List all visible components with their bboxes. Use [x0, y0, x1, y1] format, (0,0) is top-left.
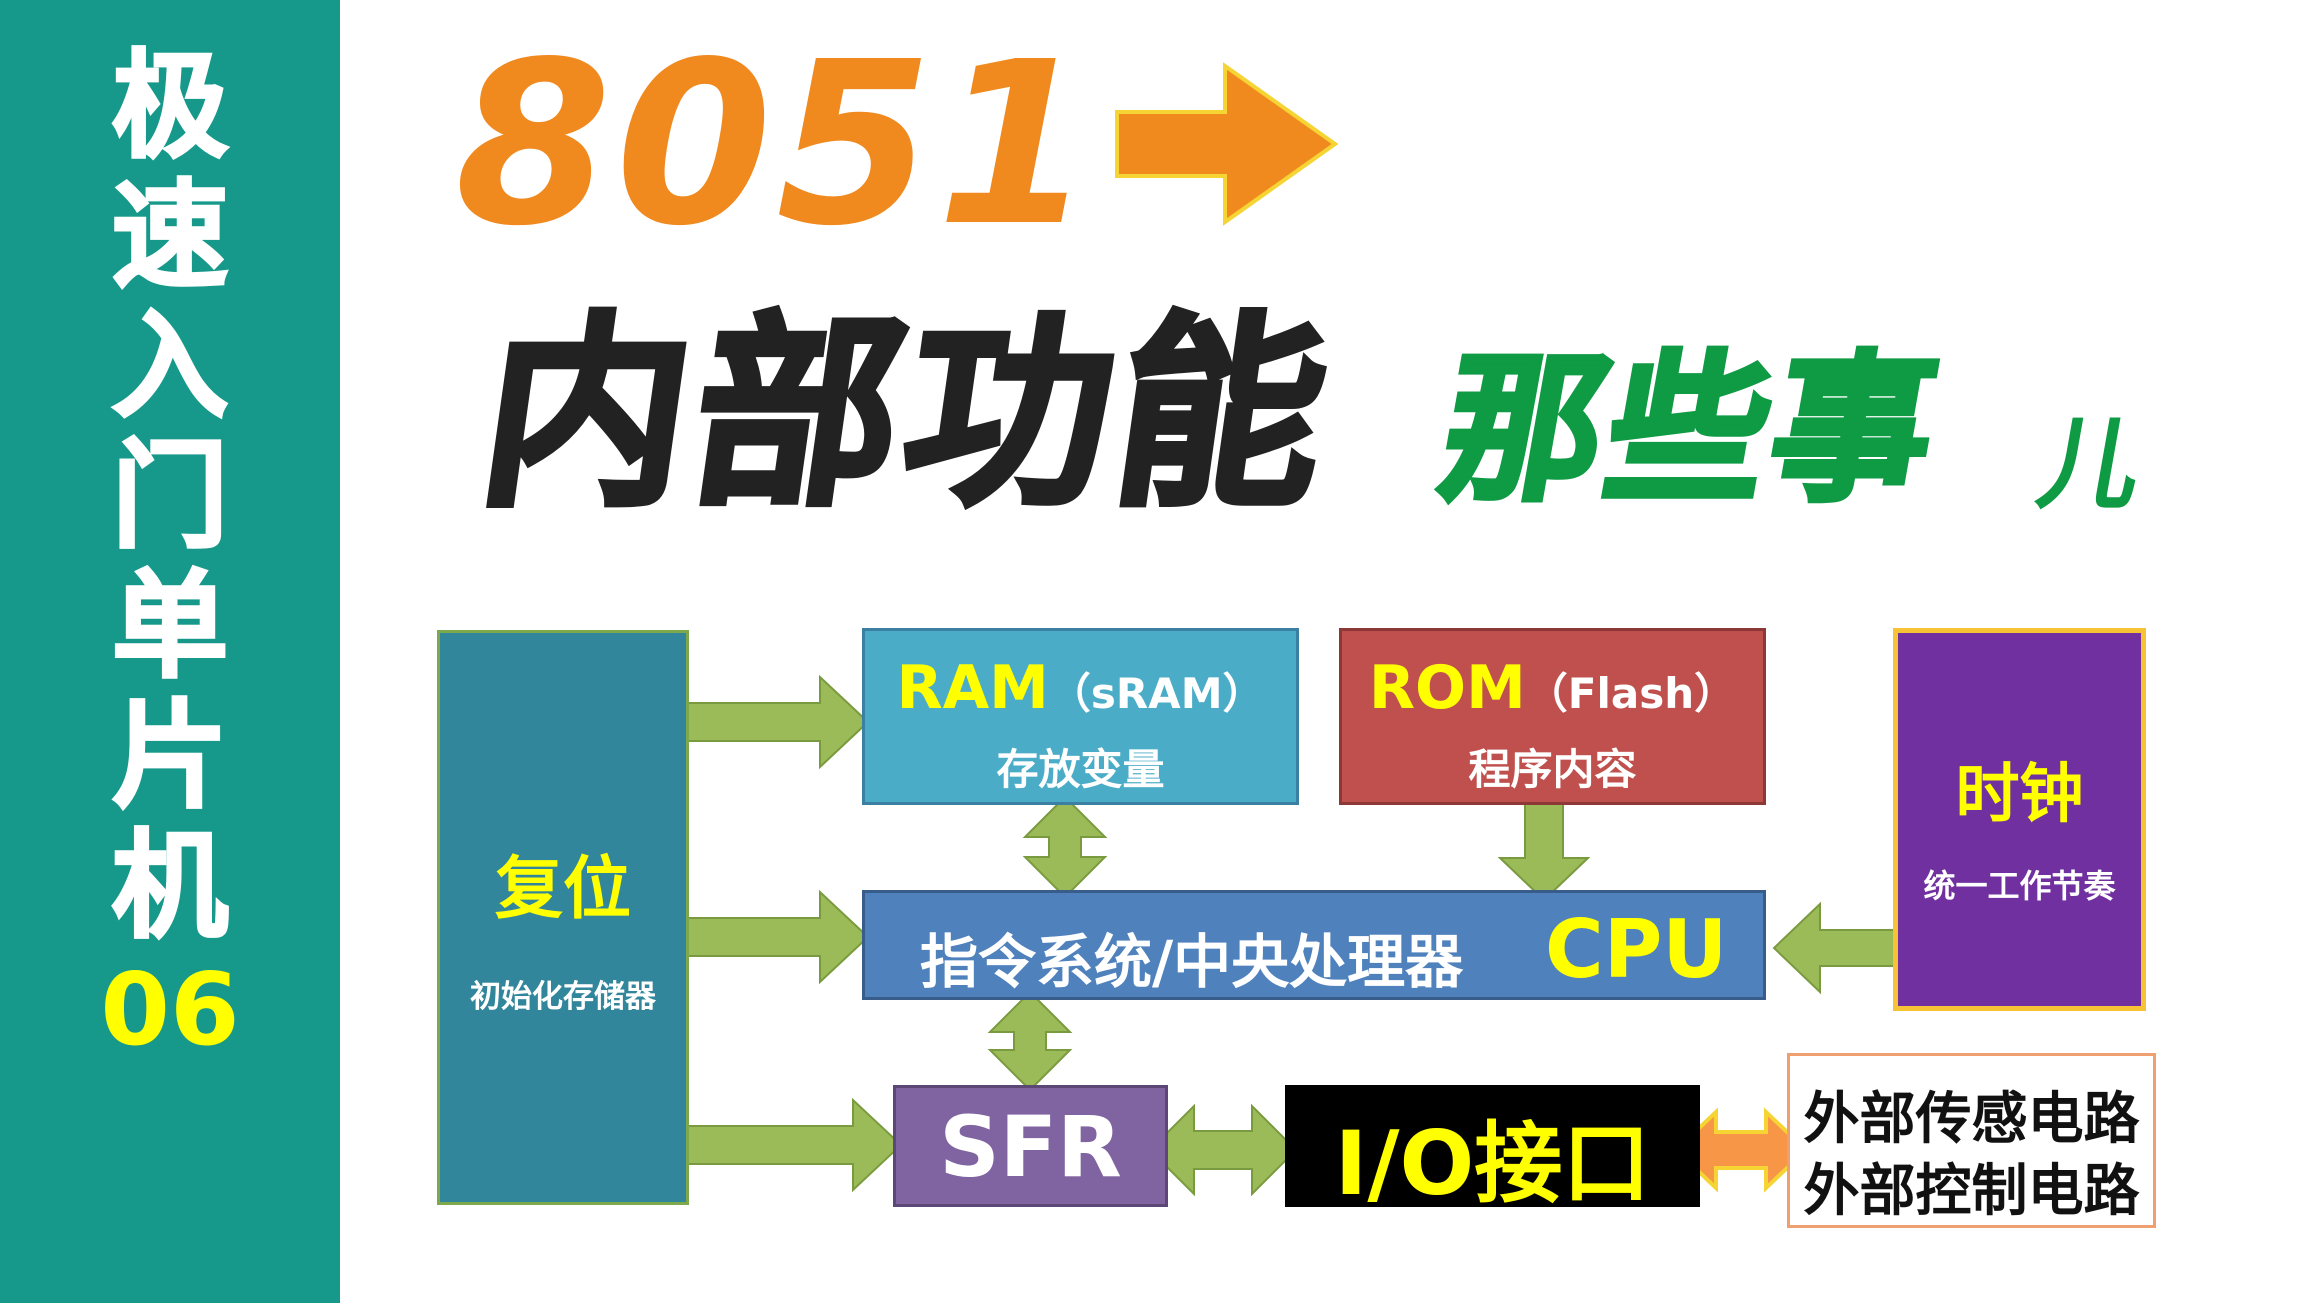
episode-number: 06 — [100, 951, 240, 1068]
ram-paren: （sRAM） — [1048, 669, 1265, 718]
arrow-reset-to-ram — [667, 674, 870, 770]
ram-block: RAM（sRAM） 存放变量 — [862, 628, 1299, 805]
sidebar: 极 速 入 门 单 片 机 06 — [0, 0, 340, 1303]
external-line: 外部传感电路 — [1803, 1087, 2140, 1152]
clock-subtitle: 统一工作节奏 — [1923, 867, 2116, 905]
arrow-reset-to-cpu — [667, 889, 870, 985]
cpu-description: 指令系统/中央处理器 — [920, 928, 1464, 996]
sidebar-char: 入 — [111, 299, 230, 434]
io-block: I/O接口 — [1285, 1085, 1700, 1215]
reset-block: 复位 初始化存储器 — [437, 630, 689, 1205]
chip-title: 8051 — [455, 14, 1098, 276]
clock-title: 时钟 — [1955, 758, 2084, 832]
sidebar-char: 极 — [111, 39, 230, 174]
sidebar-char: 速 — [111, 169, 230, 304]
arrow-reset-to-sfr — [667, 1097, 903, 1193]
rom-subtitle: 程序内容 — [1468, 745, 1637, 794]
external-line: 外部控制电路 — [1803, 1159, 2140, 1224]
ram-title: RAM — [896, 653, 1049, 723]
arrow-sfr-io — [1148, 1103, 1298, 1197]
clock-block: 时钟 统一工作节奏 — [1893, 628, 2146, 1011]
reset-title: 复位 — [494, 850, 631, 929]
sfr-block: SFR — [893, 1085, 1168, 1207]
sidebar-char: 机 — [111, 819, 230, 954]
arrow-cpu-sfr — [987, 990, 1073, 1092]
external-circuit-block: 外部传感电路 外部控制电路 — [1787, 1053, 2156, 1228]
rom-paren: （Flash） — [1525, 669, 1737, 718]
sfr-label: SFR — [939, 1098, 1122, 1196]
sidebar-char: 单 — [111, 559, 230, 694]
sidebar-char: 门 — [111, 429, 230, 564]
cpu-label: CPU — [1545, 903, 1728, 996]
arrow-right-icon — [1115, 62, 1339, 226]
rom-title: ROM — [1368, 653, 1526, 723]
ram-subtitle: 存放变量 — [996, 745, 1165, 794]
arrow-rom-to-cpu — [1497, 795, 1591, 902]
arrow-ram-cpu — [1022, 795, 1108, 899]
sidebar-char: 片 — [111, 689, 230, 824]
rom-block: ROM（Flash） 程序内容 — [1339, 628, 1766, 805]
reset-subtitle: 初始化存储器 — [470, 979, 656, 1015]
cpu-block: 指令系统/中央处理器 CPU — [862, 890, 1766, 1000]
io-label: I/O接口 — [1334, 1112, 1651, 1215]
